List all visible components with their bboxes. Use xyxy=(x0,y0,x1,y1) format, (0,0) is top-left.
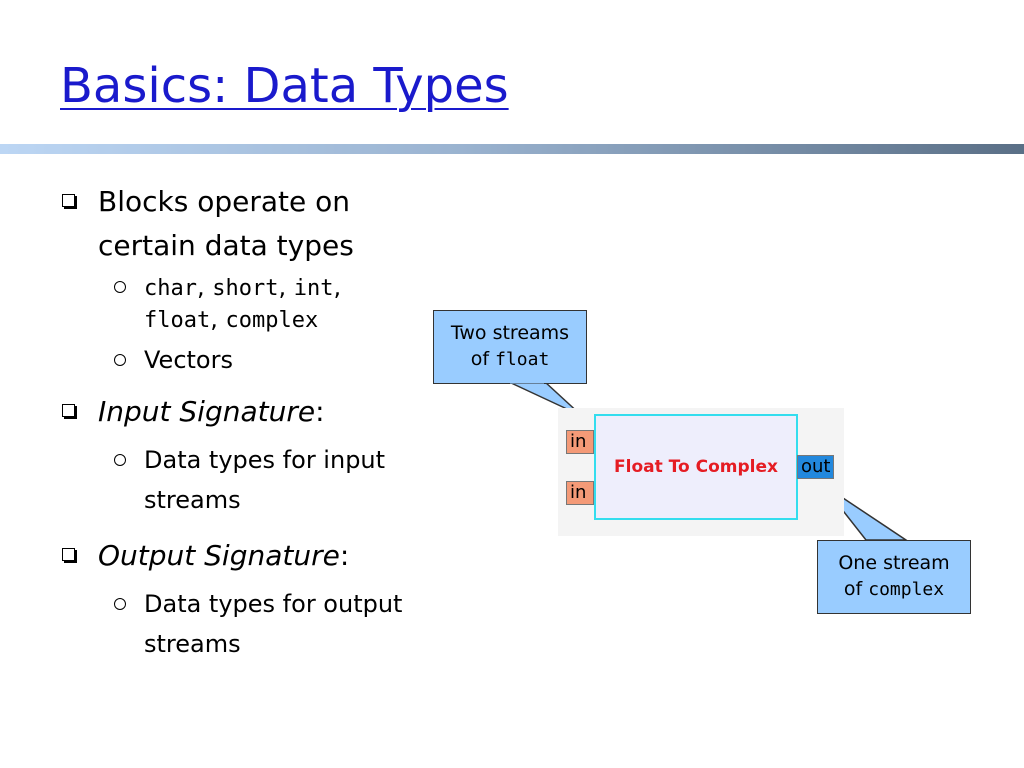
bullet-text: Input Signature xyxy=(98,395,316,428)
bullet-text: Data types for input xyxy=(144,446,386,474)
type-name: int xyxy=(293,276,334,301)
circle-bullet-icon xyxy=(114,354,126,366)
type-name: float xyxy=(144,308,211,333)
input-port-1[interactable]: in xyxy=(566,430,594,454)
bullet-output-signature: Output Signature: xyxy=(62,534,462,578)
type-name: complex xyxy=(868,579,945,600)
bullet-blocks: Blocks operate on certain data types xyxy=(62,180,462,268)
type-name: char xyxy=(144,276,197,301)
bullet-text: streams xyxy=(144,630,241,658)
bullet-text: Blocks operate on xyxy=(98,185,350,218)
circle-bullet-icon xyxy=(114,454,126,466)
type-name: float xyxy=(495,349,550,370)
square-bullet-icon xyxy=(62,404,75,417)
sub-bullet-vectors: Vectors xyxy=(62,342,462,378)
bullet-text: Vectors xyxy=(144,346,233,374)
bullet-input-signature: Input Signature: xyxy=(62,390,462,434)
block-label: Float To Complex xyxy=(614,457,778,477)
type-name: complex xyxy=(225,308,319,333)
float-to-complex-block[interactable]: Float To Complex xyxy=(594,414,798,520)
bullet-text: certain data types xyxy=(98,229,354,262)
sub-bullet-output-desc: Data types for output streams xyxy=(62,584,462,664)
type-name: short xyxy=(212,276,279,301)
callout-two-streams: Two streams of float xyxy=(433,310,587,384)
sub-bullet-types: char, short, int, float, complex xyxy=(62,272,462,336)
sub-bullet-input-desc: Data types for input streams xyxy=(62,440,462,520)
output-port[interactable]: out xyxy=(797,455,834,479)
bullet-list: Blocks operate on certain data types cha… xyxy=(62,180,462,664)
bullet-text: Data types for output xyxy=(144,590,403,618)
square-bullet-icon xyxy=(62,548,75,561)
square-bullet-icon xyxy=(62,194,75,207)
bullet-text: Output Signature xyxy=(98,539,340,572)
bullet-text: streams xyxy=(144,486,241,514)
circle-bullet-icon xyxy=(114,281,126,293)
input-port-2[interactable]: in xyxy=(566,481,594,505)
callout-one-stream: One stream of complex xyxy=(817,540,971,614)
page-title: Basics: Data Types xyxy=(60,58,509,114)
circle-bullet-icon xyxy=(114,598,126,610)
title-divider xyxy=(0,144,1024,154)
